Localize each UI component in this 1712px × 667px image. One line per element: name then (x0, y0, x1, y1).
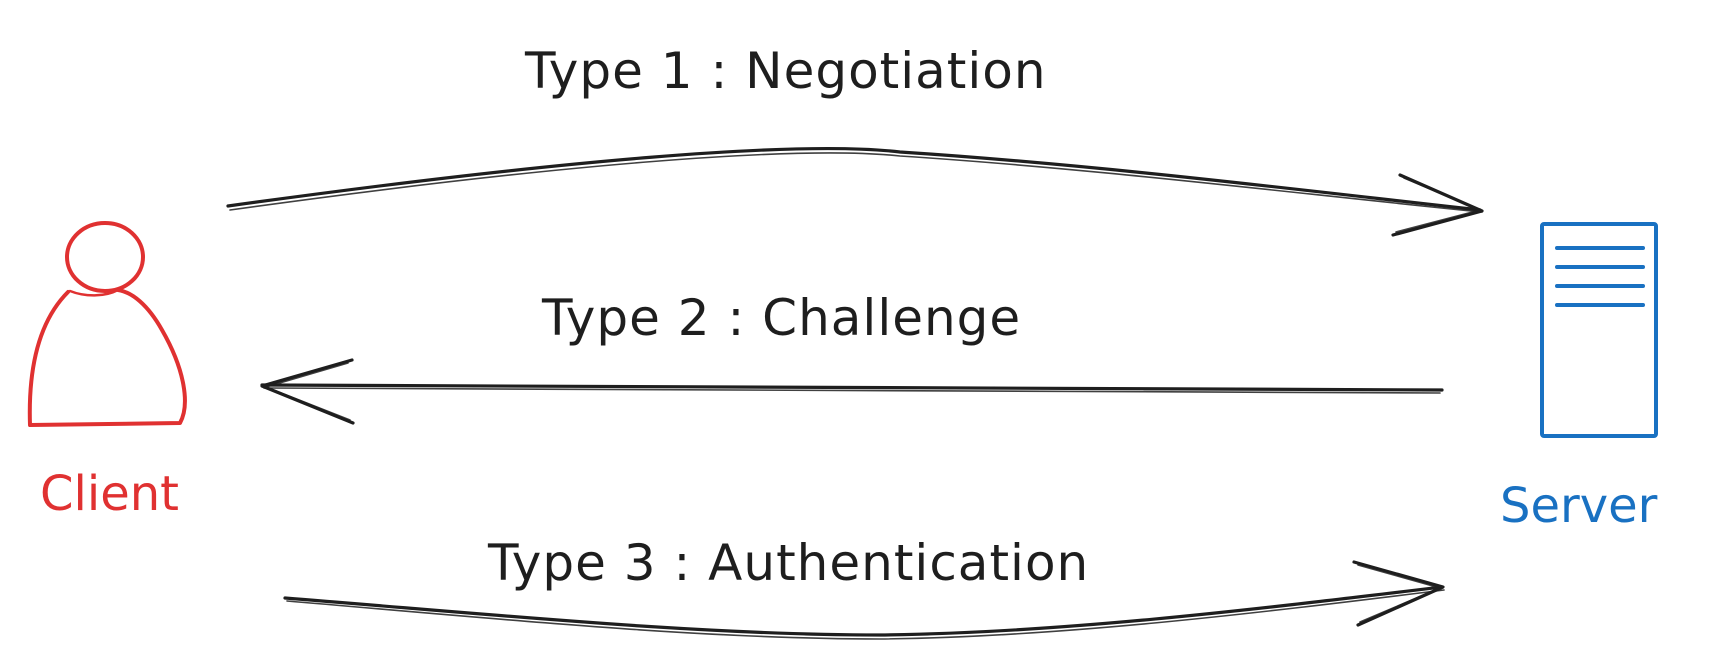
arrow-authentication (283, 560, 1445, 640)
arrow-challenge (260, 358, 1444, 425)
server-label: Server (1500, 478, 1658, 534)
message-label-authentication: Type 3 : Authentication (487, 534, 1089, 592)
person-icon (27, 221, 187, 427)
client-label: Client (40, 466, 179, 522)
arrow-negotiation (226, 146, 1484, 237)
server-icon (1540, 222, 1658, 438)
message-label-negotiation: Type 1 : Negotiation (524, 42, 1047, 100)
message-label-challenge: Type 2 : Challenge (541, 289, 1021, 347)
